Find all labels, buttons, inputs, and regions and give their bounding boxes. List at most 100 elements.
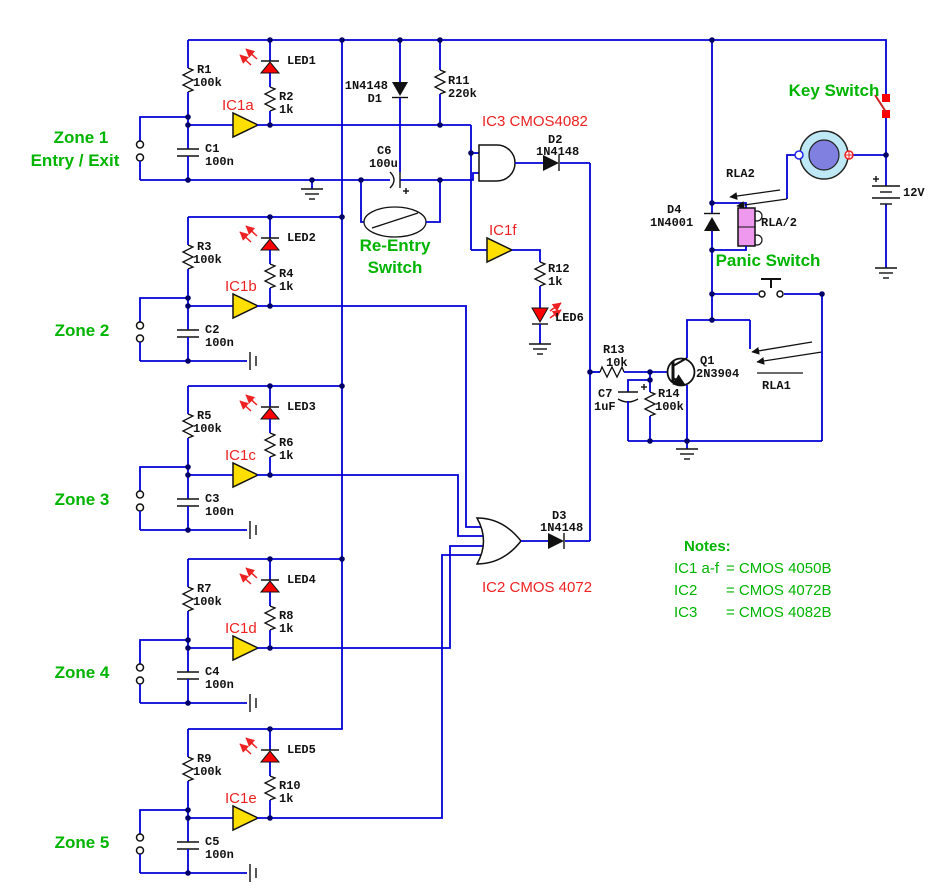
led1-ref: LED1 xyxy=(287,54,316,68)
junction-dots xyxy=(185,37,889,876)
r11-value: 220k xyxy=(448,87,477,101)
capacitor-c6 xyxy=(389,171,409,194)
ground-zone1 xyxy=(301,180,323,200)
driver-circuit xyxy=(590,319,823,460)
d3-ref: D3 xyxy=(552,509,567,523)
ic1f-label: IC1f xyxy=(489,222,517,239)
zone-4-switch[interactable] xyxy=(135,639,189,703)
led3-ref: LED3 xyxy=(287,400,316,414)
c7-value: 1uF xyxy=(594,400,616,414)
key-switch[interactable] xyxy=(874,94,890,118)
r9-ref: R9 xyxy=(197,752,212,766)
d2-value: 1N4148 xyxy=(536,145,580,159)
led3 xyxy=(259,407,281,420)
diode-d1 xyxy=(392,82,408,96)
ic1d-label: IC1d xyxy=(225,620,257,637)
r3-value: 100k xyxy=(193,253,222,267)
q1-ref: Q1 xyxy=(700,354,715,368)
zone-5-label: Zone 5 xyxy=(54,833,110,852)
r10-value: 1k xyxy=(279,792,294,806)
and-gate-ic3 xyxy=(470,125,590,250)
or-gate-ic2 xyxy=(475,517,590,565)
diode-d4 xyxy=(704,217,720,231)
led6 xyxy=(531,307,549,324)
reentry-switch[interactable] xyxy=(360,180,441,238)
zone-1-switch[interactable] xyxy=(135,116,189,180)
zone-2-circuit xyxy=(135,216,484,528)
r8-ref: R8 xyxy=(279,609,294,623)
r14-value: 100k xyxy=(655,400,684,414)
c5-value: 100n xyxy=(205,848,234,862)
r2-ref: R2 xyxy=(279,90,294,104)
ic1b-label: IC1b xyxy=(225,278,257,295)
r5-value: 100k xyxy=(193,422,222,436)
r1-ref: R1 xyxy=(197,63,212,77)
note-line-2: IC2= CMOS 4072B xyxy=(674,582,832,599)
d1-ref: D1 xyxy=(367,92,382,106)
sounder xyxy=(794,130,886,180)
r6-value: 1k xyxy=(279,449,294,463)
r2-value: 1k xyxy=(279,103,294,117)
zone-5-switch[interactable] xyxy=(135,809,189,873)
q1-value: 2N3904 xyxy=(696,367,740,381)
c4-value: 100n xyxy=(205,678,234,692)
ground-battery xyxy=(875,267,897,279)
d4-value: 1N4001 xyxy=(650,216,694,230)
ic1a-label: IC1a xyxy=(222,97,254,114)
note-line-1: IC1 a-f= CMOS 4050B xyxy=(674,560,832,577)
r14-ref: R14 xyxy=(658,387,680,401)
relay-contact-rla1 xyxy=(751,341,823,374)
zone-1-sublabel: Entry / Exit xyxy=(30,151,120,170)
power-rails xyxy=(188,39,887,730)
buffer-ic1f xyxy=(486,236,514,264)
zone-2-label: Zone 2 xyxy=(54,321,110,340)
zone-2-switch[interactable] xyxy=(135,297,189,361)
c2-value: 100n xyxy=(205,336,234,350)
led4-ref: LED4 xyxy=(287,573,316,587)
d2-ref: D2 xyxy=(548,133,563,147)
led2 xyxy=(259,238,281,251)
ic2-label: IC2 CMOS 4072 xyxy=(482,579,593,596)
buffer-ic1e xyxy=(232,804,260,832)
buffer-ic1b xyxy=(232,292,260,320)
r12-value: 1k xyxy=(548,275,563,289)
led2-ref: LED2 xyxy=(287,231,316,245)
r4-ref: R4 xyxy=(279,267,294,281)
r5-ref: R5 xyxy=(197,409,212,423)
ic1c-label: IC1c xyxy=(225,447,256,464)
battery-12v xyxy=(872,176,900,205)
r12-ref: R12 xyxy=(548,262,570,276)
exit-indicator xyxy=(471,236,562,355)
c5-ref: C5 xyxy=(205,835,220,849)
buffer-ic1a xyxy=(232,111,260,139)
led1 xyxy=(259,61,281,74)
zone-4-label: Zone 4 xyxy=(54,663,110,682)
d1-value: 1N4148 xyxy=(344,79,388,93)
relay-contact-rla2 xyxy=(729,154,795,209)
r13-ref: R13 xyxy=(603,343,625,357)
led5 xyxy=(259,750,281,763)
battery-label: 12V xyxy=(903,186,925,200)
r7-value: 100k xyxy=(193,595,222,609)
diode-d2 xyxy=(543,155,559,171)
capacitor-c7 xyxy=(617,384,647,403)
c4-ref: C4 xyxy=(205,665,220,679)
zone-1-label: Zone 1 xyxy=(53,128,109,147)
r1-value: 100k xyxy=(193,76,222,90)
zone-3-switch[interactable] xyxy=(135,466,189,530)
r9-value: 100k xyxy=(193,765,222,779)
buffer-ic1c xyxy=(232,461,260,489)
r6-ref: R6 xyxy=(279,436,294,450)
zone-3-label: Zone 3 xyxy=(54,490,110,509)
c3-value: 100n xyxy=(205,505,234,519)
led4 xyxy=(259,580,281,593)
r13-value: 10k xyxy=(606,356,628,370)
r7-ref: R7 xyxy=(197,582,212,596)
reentry-label-1: Re-Entry xyxy=(359,236,431,255)
ic3-label: IC3 CMOS4082 xyxy=(482,113,588,130)
relay-coil xyxy=(737,207,763,247)
r3-ref: R3 xyxy=(197,240,212,254)
r10-ref: R10 xyxy=(279,779,301,793)
c2-ref: C2 xyxy=(205,323,220,337)
